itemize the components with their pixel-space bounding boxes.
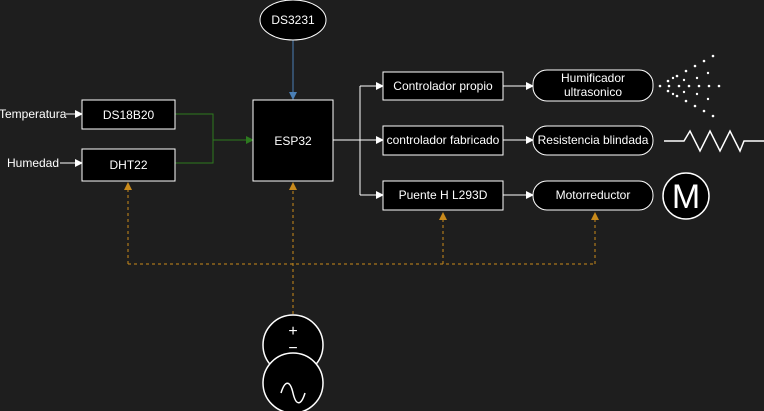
motorreductor-label: Motorreductor <box>556 188 631 202</box>
sine-wave-icon <box>280 382 306 404</box>
dht22-block <box>81 148 176 182</box>
esp32-label: ESP32 <box>274 134 312 148</box>
input-arrows <box>60 110 83 167</box>
motor-icon <box>662 172 710 220</box>
ds3231-label: DS3231 <box>271 13 315 27</box>
sensor-links <box>175 113 254 164</box>
input-humedad-label: Humedad <box>7 156 59 170</box>
controlador-fabricado-label: controlador fabricado <box>387 133 500 147</box>
spray-icon <box>658 54 721 118</box>
power-links <box>124 182 599 320</box>
controlador-propio-label: Controlador propio <box>393 79 493 93</box>
dc-plus-label: + <box>288 323 297 340</box>
output-links <box>333 82 534 199</box>
puente-h-label: Puente H L293D <box>399 188 488 202</box>
motorreductor-block <box>532 180 654 211</box>
dht22-label: DHT22 <box>109 158 147 172</box>
power-source-icon: + − <box>262 314 324 411</box>
ds18b20-label: DS18B20 <box>103 108 155 122</box>
controlador-fabricado-block <box>382 125 504 156</box>
humificador-block <box>532 69 654 102</box>
puente-h-block <box>382 180 504 211</box>
input-temperatura-label: Temperatura <box>0 107 67 121</box>
ac-source-icon <box>262 352 324 411</box>
humificador-label-line1: Humificador <box>561 71 625 85</box>
controlador-propio-block <box>382 71 504 101</box>
resistencia-label: Resistencia blindada <box>538 133 649 147</box>
ds3231-node <box>259 0 327 41</box>
esp32-block <box>252 99 334 182</box>
resistencia-block <box>532 125 654 156</box>
humificador-label-line2: ultrasonico <box>564 85 622 99</box>
resistor-icon <box>664 129 764 153</box>
ds18b20-block <box>81 99 176 130</box>
dc-minus-label: − <box>288 340 297 357</box>
motor-symbol-label: M <box>672 178 700 216</box>
